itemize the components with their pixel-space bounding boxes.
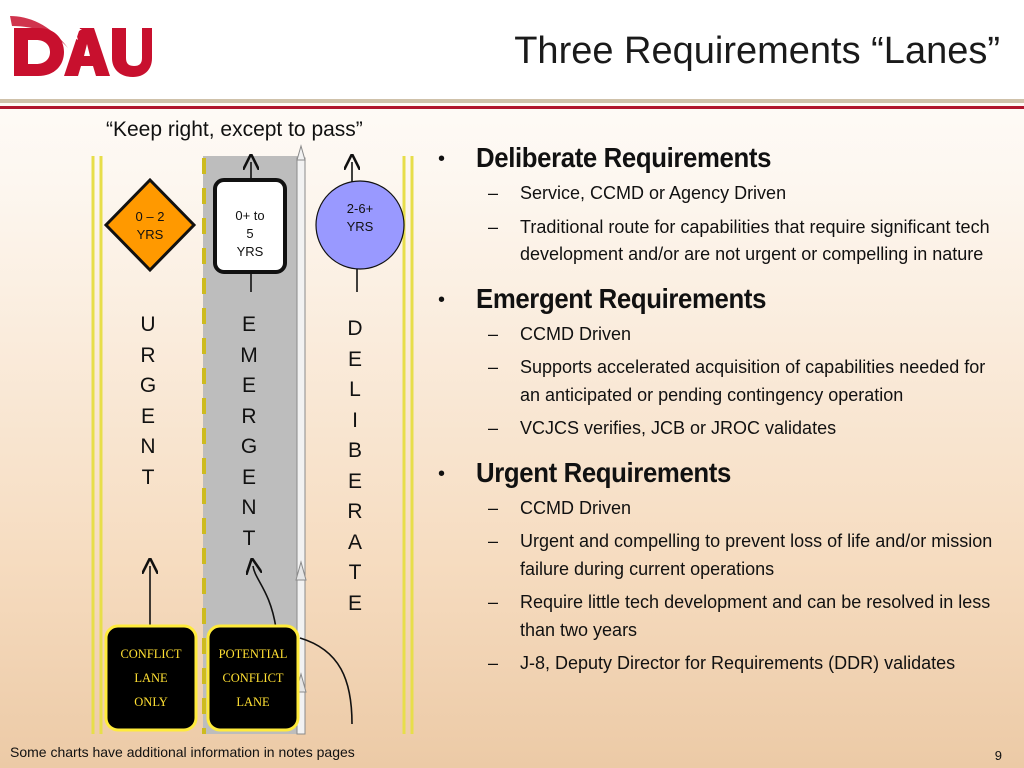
potential-conflict-lane-text: POTENTIAL CONFLICT LANE xyxy=(218,647,288,709)
road-graphic xyxy=(91,144,414,735)
sub-bullet: –Service, CCMD or Agency Driven xyxy=(488,183,787,203)
emergent-curved-arrow xyxy=(253,566,277,629)
bullet-dot: • xyxy=(438,462,446,485)
bullet-emergent: • Emergent Requirements –CCMD Driven –Su… xyxy=(438,283,1008,443)
bullet-dot: • xyxy=(438,148,446,170)
bullet-heading: Deliberate Requirements xyxy=(476,142,772,173)
bullet-heading: Emergent Requirements xyxy=(476,282,767,314)
sub-bullet: –VCJCS verifies, JCB or JROC validates xyxy=(488,418,837,438)
bullet-deliberate: • Deliberate Requirements –Service, CCMD… xyxy=(438,142,1008,269)
dau-logo xyxy=(10,16,152,77)
sub-bullet: –Traditional route for capabilities that… xyxy=(488,216,990,265)
requirements-list: • Deliberate Requirements –Service, CCMD… xyxy=(438,142,1008,688)
header xyxy=(0,0,1024,100)
sub-bullet: –Supports accelerated acquisition of cap… xyxy=(488,357,986,405)
sub-bullet: –CCMD Driven xyxy=(488,323,632,344)
sub-bullet: –J-8, Deputy Director for Requirements (… xyxy=(488,653,956,673)
emergent-sign-label: 0+ to 5 YRS xyxy=(235,208,265,259)
header-accent-line xyxy=(0,106,1024,109)
deliberate-sign-label: 2-6+ YRS xyxy=(346,201,374,234)
sub-bullet: –Require little tech development and can… xyxy=(488,592,991,640)
urgent-sign-label: 0 – 2 YRS xyxy=(135,209,165,242)
conflict-lane-only-text: CONFLICT LANE ONLY xyxy=(120,647,182,709)
bullet-dot: • xyxy=(438,288,446,311)
sub-bullet: –Urgent and compelling to prevent loss o… xyxy=(488,531,993,579)
emergent-sign xyxy=(213,178,287,274)
urgent-sign xyxy=(103,177,197,273)
header-divider xyxy=(0,99,1024,103)
conflict-lane-only-box xyxy=(104,624,198,732)
page-number: 9 xyxy=(994,748,1002,763)
page-title: Three Requirements “Lanes” xyxy=(514,30,1000,72)
diagram-subtitle: “Keep right, except to pass” xyxy=(106,118,363,141)
footer-note: Some charts have additional information … xyxy=(10,744,355,760)
sub-bullet: –CCMD Driven xyxy=(488,497,632,518)
bullet-urgent: • Urgent Requirements –CCMD Driven –Urge… xyxy=(438,457,1008,678)
bullet-heading: Urgent Requirements xyxy=(476,456,731,488)
deliberate-curved-arrow xyxy=(299,637,353,725)
deliberate-sign xyxy=(315,180,405,270)
potential-conflict-lane-box xyxy=(206,624,300,732)
